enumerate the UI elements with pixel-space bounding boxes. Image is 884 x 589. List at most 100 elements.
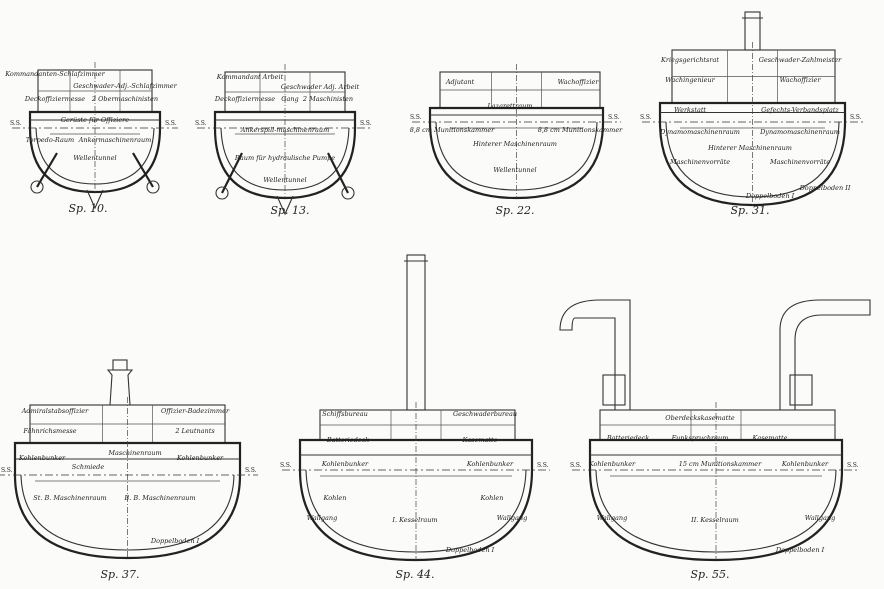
room-label: Kohlenbunker xyxy=(176,454,224,462)
room-label: Schiffsbureau xyxy=(322,410,368,418)
searchlight-left xyxy=(602,374,626,406)
room-label: Kohlenbunker xyxy=(781,460,829,468)
room-label: Funkspruchraum xyxy=(671,434,729,442)
room-label: Kommandanten-Schlafzimmer xyxy=(4,70,105,78)
room-label: Gerüste für Offiziere xyxy=(61,116,129,124)
room-label: Ankermaschinenraum xyxy=(78,136,152,144)
double-bottom xyxy=(595,469,837,553)
room-label: Geschwader-Zahlmeister xyxy=(759,56,842,64)
keel xyxy=(86,189,104,210)
room-label: Hinterer Maschinenraum xyxy=(472,140,557,148)
room-label: Deckoffiziermesse xyxy=(24,95,85,103)
tower-top xyxy=(112,359,128,371)
waterline-label: S.S. xyxy=(640,114,652,121)
room-label: Wellentunnel xyxy=(73,154,116,162)
propeller-shaft-boss xyxy=(146,180,160,194)
double-bottom xyxy=(305,469,527,553)
room-label: Wellentunnel xyxy=(263,176,306,184)
propeller-shaft-bracket xyxy=(327,152,349,194)
room-label: 8,8 cm Munitionskammer xyxy=(410,126,495,134)
double-bottom xyxy=(20,474,235,551)
room-label: Wellentunnel xyxy=(493,166,536,174)
room-label: Admiralstabsoffizier xyxy=(21,407,89,415)
room-label: Kohlenbunker xyxy=(588,460,636,468)
room-label: 8,8 cm Munitionskammer xyxy=(538,126,623,134)
waterline-label: S.S. xyxy=(608,114,620,121)
section-caption: Sp. 10. xyxy=(68,202,107,215)
room-label: Doppelboden II xyxy=(799,184,851,192)
waterline-label: S.S. xyxy=(10,120,22,127)
room-label: Kasematte xyxy=(461,436,497,444)
room-label: 2 Maschinisten xyxy=(302,95,353,103)
room-label: Wallgang xyxy=(805,514,836,522)
room-label: Wachingenieur xyxy=(665,76,715,84)
room-label: II. Kesselraum xyxy=(690,516,739,524)
propeller-shaft-boss xyxy=(215,186,229,200)
waterline-label: S.S. xyxy=(850,114,862,121)
boat-crane-right xyxy=(779,299,871,411)
room-label: Offizier-Badezimmer xyxy=(161,407,230,415)
room-label: Ankerspill-maschinenraum xyxy=(240,126,330,134)
room-label: Hinterer Maschinenraum xyxy=(707,144,792,152)
propeller-shaft-bracket xyxy=(132,152,154,188)
waterline-label: S.S. xyxy=(280,462,292,469)
room-label: Raum für hydraulische Pumpe xyxy=(234,154,335,162)
room-label: Oberdeckskasematte xyxy=(665,414,735,422)
room-label: Geschwaderbureau xyxy=(453,410,517,418)
room-label: Maschinenraum xyxy=(107,449,161,457)
section-caption: Sp. 44. xyxy=(395,568,434,581)
room-label: Geschwader-Adj.-Schlafzimmer xyxy=(73,82,177,90)
room-label: Dynamomaschinenraum xyxy=(759,128,840,136)
waterline-label: S.S. xyxy=(410,114,422,121)
section-caption: Sp. 13. xyxy=(270,204,309,217)
room-label: Adjutant xyxy=(445,78,475,86)
room-label: B. B. Maschinenraum xyxy=(123,494,195,502)
room-label: Kohlen xyxy=(480,494,504,502)
section-caption: Sp. 22. xyxy=(495,204,534,217)
room-label: Kasematte xyxy=(751,434,787,442)
room-label: Geschwader Adj. Arbeit xyxy=(281,83,360,91)
room-label: 2 Obermaschinisten xyxy=(91,95,158,103)
room-label: Wachoffizier xyxy=(558,78,600,86)
room-label: Wachoffizier xyxy=(780,76,822,84)
room-label: Gefechts-Verbandsplatz xyxy=(761,106,839,114)
room-label: 15 cm Munitionskammer xyxy=(679,460,762,468)
room-label: Werkstatt xyxy=(674,106,706,114)
room-label: Dynamomaschinenraum xyxy=(659,128,740,136)
waterline-label: S.S. xyxy=(537,462,549,469)
propeller-shaft-bracket xyxy=(36,152,58,188)
propeller-shaft-bracket xyxy=(221,152,243,194)
cross-section-sp31: S.S. S.S. Kriegsgerichtsrat Geschwader-Zahl… xyxy=(640,11,863,217)
room-label: Kohlenbunker xyxy=(466,460,514,468)
room-label: 2 Leutnants xyxy=(174,427,215,435)
room-label: Batteriedeck xyxy=(326,436,369,444)
boat-crane-left xyxy=(559,299,631,411)
room-label: Doppelboden I xyxy=(745,192,795,200)
waterline-label: S.S. xyxy=(847,462,859,469)
hull-outline xyxy=(13,441,242,560)
room-label: Schmiede xyxy=(72,463,105,471)
room-label: Wallgang xyxy=(597,514,628,522)
room-label: Doppelboden I xyxy=(150,537,200,545)
searchlight-right xyxy=(789,374,813,406)
cross-section-sp44: S.S. S.S. Schiffsbureau GeschwaderbureauBat… xyxy=(280,254,550,581)
room-label: Kohlenbunker xyxy=(18,454,66,462)
funnel xyxy=(406,254,426,411)
room-label: Kommandant Arbeit xyxy=(216,73,284,81)
propeller-shaft-boss xyxy=(341,186,355,200)
room-label: I. Kesselraum xyxy=(391,516,437,524)
room-label: Kohlenbunker xyxy=(321,460,369,468)
propeller-shaft-boss xyxy=(30,180,44,194)
waterline-label: S.S. xyxy=(570,462,582,469)
room-label: Wallgang xyxy=(307,514,338,522)
waterline-label: S.S. xyxy=(360,120,372,127)
room-label: Maschinenvorräte xyxy=(669,158,730,166)
room-label: Kriegsgerichtsrat xyxy=(660,56,719,64)
waterline-label: S.S. xyxy=(245,467,257,474)
room-label: Gang xyxy=(281,95,298,103)
room-label: Kohlen xyxy=(323,494,347,502)
